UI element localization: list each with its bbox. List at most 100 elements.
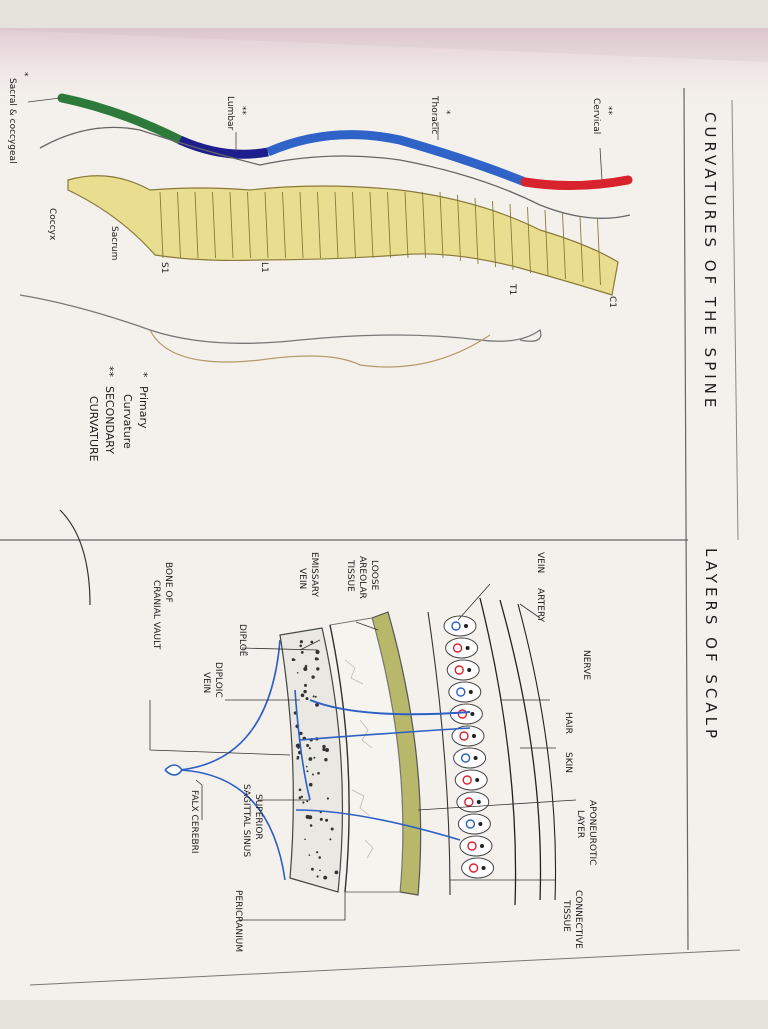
nerve-label: NERVE [581, 650, 591, 680]
vertebra-segment [264, 191, 269, 259]
diploe-dot [325, 748, 329, 752]
diploe-dot [295, 743, 300, 748]
diploe-dot [324, 758, 328, 762]
aponeurotic-label-1: APONEUROTIC [587, 800, 597, 865]
vertebra-segment [404, 191, 409, 259]
diploic-vein-label-1: DIPLOIC [213, 662, 223, 698]
vertebra-segment [474, 197, 479, 265]
vertebra-segment [387, 191, 391, 259]
secondary-label-2: CURVATURE [87, 396, 100, 462]
diploe-dot [313, 756, 316, 759]
nerve-cross-section [481, 866, 486, 870]
vertebra-segment [579, 215, 584, 283]
vertebra-segment [194, 191, 199, 259]
aponeurotic-label-2: LAYER [575, 810, 585, 838]
diploe-dot [298, 796, 302, 800]
diploe-dot [316, 875, 319, 878]
vertebral-column [67, 175, 619, 296]
connective-tissue-line [427, 611, 451, 896]
pericranium-label: PERICRANIUM [233, 890, 243, 952]
diploe-dot [312, 695, 315, 698]
primary-mark: * [137, 372, 150, 378]
diploic-vein [294, 689, 311, 801]
diploe-dot [318, 856, 322, 859]
diploe-dot [306, 744, 310, 747]
vessel-cross-section [451, 621, 461, 631]
secondary-mark: ** [103, 366, 116, 378]
lumbar-label: Lumbar [225, 96, 235, 131]
hair-follicles [443, 615, 495, 879]
nerve-cross-section [468, 690, 473, 694]
falx-cerebri-label: FALX CEREBRI [189, 790, 199, 854]
diploe-dot [300, 795, 304, 798]
vertebra-segment [317, 191, 321, 259]
vertebra-segment [562, 212, 566, 280]
diploe-dot [315, 649, 320, 655]
nerve-cross-section [467, 668, 472, 672]
emissary-vein [309, 699, 471, 716]
cervical-label: Cervical [591, 98, 601, 134]
coccyx-label: Coccyx [47, 208, 57, 241]
vessel-cross-section [468, 863, 479, 873]
diploe-dot [304, 683, 307, 687]
diploe-dot [308, 854, 311, 856]
superior-sagittal-sinus-label-2: SAGITTAL SINUS [241, 784, 251, 857]
vertebra-segment [229, 191, 234, 259]
emissary-vein-label-1: EMISSARY [309, 552, 319, 598]
diploe-dot [306, 770, 309, 773]
pericranium-line [329, 624, 350, 893]
diploe-dot [329, 838, 332, 841]
nerve-cross-section [472, 734, 476, 738]
c1-label: C1 [607, 296, 617, 308]
diploe-dot [312, 773, 314, 776]
diploe-dot [303, 689, 307, 694]
sacral-curve-line [57, 93, 185, 145]
diploe-dot [296, 672, 299, 674]
curvature-legend: * Primary Curvature ** SECONDARY CURVATU… [87, 366, 150, 462]
diploe-dot [305, 765, 308, 768]
vertebra-segment [299, 191, 304, 259]
diploe-dot [308, 815, 313, 820]
vertebra-segment [212, 191, 216, 259]
diploe-dot [305, 697, 309, 701]
diploe-dot [302, 801, 305, 804]
diploe-dot [311, 675, 315, 679]
diploe-dot [300, 651, 304, 654]
vertebra-segment [457, 194, 461, 262]
diploe-dot [314, 695, 317, 698]
secondary-label-1: SECONDARY [103, 386, 116, 454]
thoracic-label: Thoracic [429, 95, 439, 134]
vertebra-segment [492, 200, 496, 268]
diploe-dot [310, 640, 314, 644]
vessel-cross-section [452, 643, 463, 653]
diploe-dot [315, 703, 319, 707]
diploe-dot [322, 747, 326, 752]
l1-label: L1 [259, 262, 269, 273]
loose-tissue-label-2: AREOLAR [357, 556, 367, 599]
t1-label: T1 [507, 283, 517, 295]
spine-panel: Sacral & coccygeal * Lumbar ** Thoracic … [7, 72, 719, 606]
vertebra-segment [544, 209, 549, 277]
diploe-dot [304, 664, 308, 668]
diploe-dot [309, 824, 313, 827]
diploe-dot [334, 870, 339, 875]
diploe-dot [300, 693, 305, 698]
nerve-cross-section [480, 844, 484, 848]
vessel-cross-section [464, 797, 474, 807]
vessel-cross-section [456, 687, 466, 697]
vertebra-segment [597, 218, 601, 286]
vertebra-segment [282, 191, 286, 259]
title-border-spine [731, 99, 739, 541]
vessel-cross-section [467, 841, 477, 851]
lumbar-mark: ** [237, 106, 247, 116]
diploe-dot [319, 817, 323, 821]
diploe-dot [322, 744, 326, 749]
diploe-dot [304, 838, 306, 841]
diploe-dot [325, 818, 329, 822]
diploic-vein-label-2: VEIN [201, 672, 211, 693]
cervical-mark: ** [603, 106, 613, 116]
back-contour [39, 126, 631, 219]
lumbar-curve-line [178, 135, 269, 159]
